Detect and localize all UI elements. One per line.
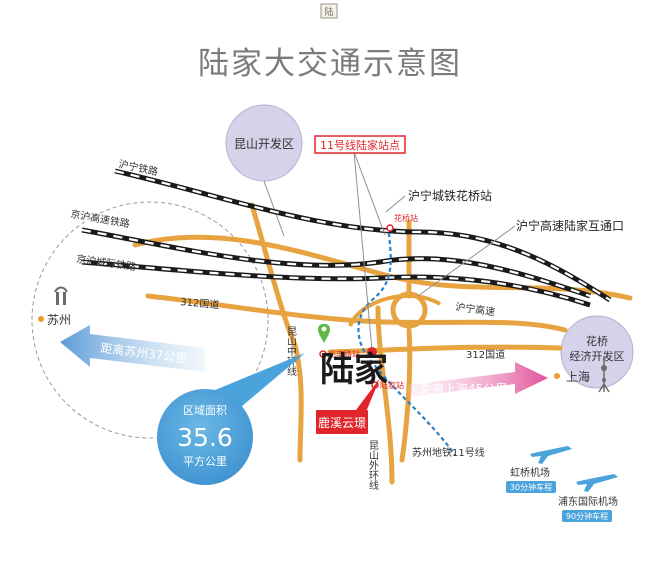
huaqiao-station-callout: 沪宁城铁花桥站 — [408, 188, 492, 203]
station-huaqiao-label: 花桥站 — [394, 213, 418, 223]
line11-callout-label: 11号线陆家站点 — [320, 138, 400, 152]
pudong-airplane-icon — [576, 474, 618, 492]
pudong-time-label: 90分钟车程 — [566, 511, 608, 521]
line11-red-pin — [367, 347, 377, 357]
line11-callout-box — [314, 135, 406, 154]
hongqiao-time-label: 30分钟车程 — [510, 482, 552, 492]
map-title: 陆家大交通示意图 — [198, 46, 462, 82]
huaqiao-district-circle — [560, 315, 634, 389]
town-name-char-1: 陆家 — [320, 350, 388, 390]
line11-callout-pointer — [353, 151, 373, 351]
area-value: 35.6 — [177, 423, 233, 452]
rail-jinghu-intercity-dash — [81, 260, 591, 307]
suzhou-city-label: 苏州 — [47, 313, 71, 327]
shanghai-city-label: 上海 — [566, 369, 590, 384]
hongqiao-airplane-icon — [530, 446, 572, 464]
area-circle — [157, 389, 253, 485]
kunshan-district-label: 昆山开发区 — [234, 136, 294, 151]
location-pin-icon — [318, 323, 330, 344]
logo-mark-box — [320, 3, 338, 19]
line11-callout-pointer-2 — [353, 151, 386, 236]
shanghai-distance-label: 距离上海45公里 — [420, 381, 507, 396]
rail-jinghu-hsr-dash — [81, 228, 591, 298]
suzhou-tower-icon — [54, 286, 68, 305]
kunshan-pointer — [263, 180, 285, 237]
road-south-spur — [399, 327, 413, 463]
huaqiao-district-label-2: 经济开发区 — [570, 349, 625, 363]
road-312-national — [132, 234, 633, 301]
logo-mark: 陆 — [324, 6, 333, 18]
label-312-left: 312国道 — [180, 295, 220, 311]
road-interchange-loop — [348, 294, 442, 327]
area-callout-pointer — [215, 353, 305, 412]
label-jinghu-hsr: 京沪高速铁路 — [69, 207, 130, 230]
metro-line-11 — [357, 225, 456, 456]
pudong-time-box — [562, 510, 612, 522]
road-312-lower — [327, 344, 563, 355]
interchange-ring — [390, 291, 428, 329]
label-jinghu-intercity: 京沪城际铁路 — [76, 252, 137, 273]
interchange-callout: 沪宁高速陆家互通口 — [516, 218, 624, 233]
pudong-airport-name: 浦东国际机场 — [558, 495, 618, 508]
suzhou-radius-circle — [31, 201, 269, 439]
rail-huning-dash — [114, 169, 611, 301]
area-unit: 平方公里 — [183, 454, 227, 468]
label-suzhou-metro-11: 苏州地铁11号线 — [412, 446, 485, 459]
station-zhaofeng-label: 兆丰路站 — [328, 349, 360, 359]
suzhou-distance-arrow — [60, 325, 205, 372]
shanghai-distance-arrow — [408, 362, 548, 397]
label-huning-expressway: 沪宁高速 — [455, 300, 496, 318]
label-kunshan-outer-ring: 昆山外环线 — [367, 440, 379, 490]
project-pointer — [356, 378, 380, 412]
station-zhaofeng-dot — [319, 350, 327, 358]
project-box — [316, 410, 368, 434]
shanghai-city-dot — [554, 373, 560, 379]
label-312-right: 312国道 — [466, 348, 505, 361]
road-huning-expressway — [145, 293, 568, 333]
area-label: 区域面积 — [183, 404, 227, 417]
project-name: 鹿溪云璟 — [318, 415, 366, 430]
interchange-callout-pointer — [417, 225, 516, 297]
suzhou-city-dot — [38, 316, 44, 322]
road-kunshan-outer-ring — [375, 305, 395, 485]
shanghai-tower-icon — [598, 356, 610, 393]
hongqiao-airport-name: 虹桥机场 — [510, 466, 550, 479]
station-lujia-label: 陆家站 — [380, 380, 404, 390]
hongqiao-time-box — [506, 481, 556, 493]
huaqiao-callout-pointer — [385, 195, 406, 213]
station-huaqiao-dot — [386, 224, 394, 232]
huaqiao-district-label-1: 花桥 — [586, 335, 608, 348]
road-kunshan-middle-ring — [249, 202, 304, 463]
